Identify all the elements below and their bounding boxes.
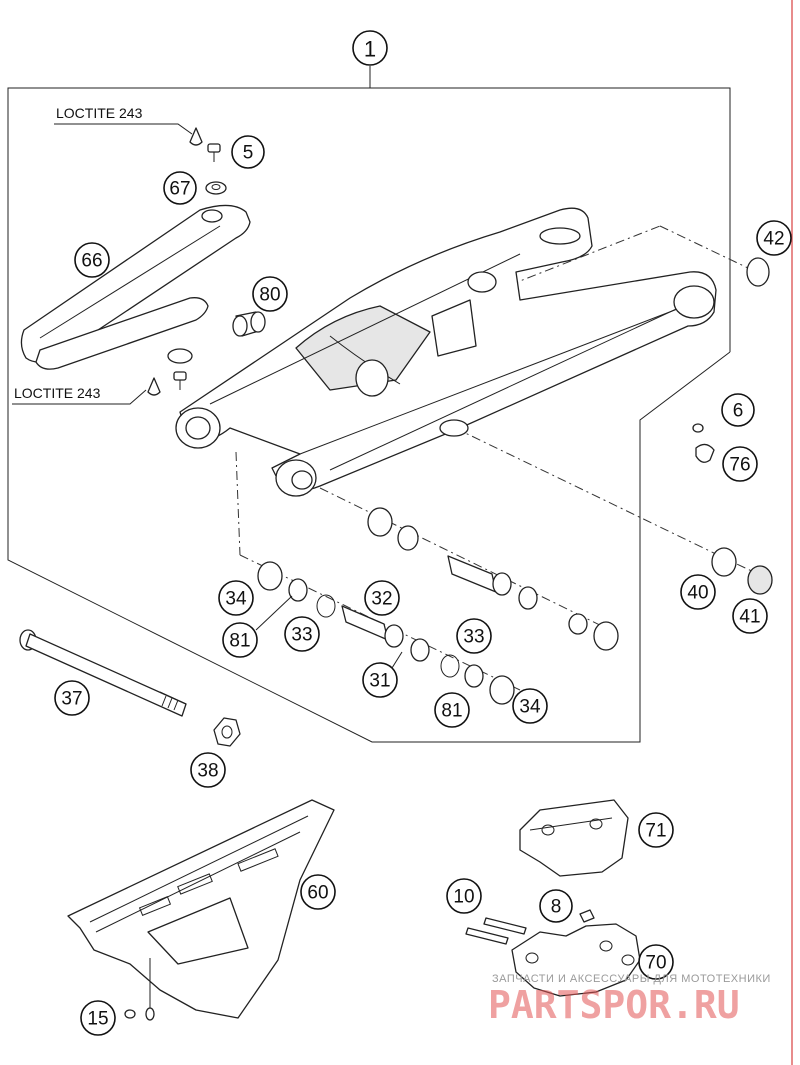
pivot-bearing-stack (257, 507, 619, 705)
callout-60: 60 (300, 874, 336, 910)
svg-text:60: 60 (307, 883, 328, 904)
chain-guard-60 (67, 799, 335, 1021)
screw-6 (692, 423, 704, 433)
svg-text:38: 38 (197, 761, 218, 782)
callout-34-left: 34 (218, 580, 254, 616)
callout-80: 80 (252, 276, 288, 312)
svg-text:37: 37 (61, 689, 82, 710)
svg-text:15: 15 (87, 1009, 108, 1030)
loctite-drop-icon (147, 377, 161, 396)
callout-81-left-leader (255, 595, 293, 631)
loctite-label-top: LOCTITE 243 (56, 105, 143, 121)
assembly-frame (370, 87, 731, 352)
callout-71: 71 (638, 812, 674, 848)
svg-text:67: 67 (169, 179, 190, 200)
callout-8: 8 (539, 889, 573, 923)
chain-guide-71 (519, 799, 629, 877)
svg-text:31: 31 (369, 671, 390, 692)
svg-text:40: 40 (687, 583, 708, 604)
bushing-80 (232, 311, 266, 337)
callout-1: 1 (352, 30, 388, 66)
assembly-frame-left (7, 87, 731, 743)
loctite-drop-icon (189, 127, 203, 146)
svg-text:81: 81 (229, 631, 250, 652)
svg-text:8: 8 (551, 897, 562, 918)
callout-81-right: 81 (434, 692, 470, 728)
svg-text:34: 34 (225, 589, 247, 610)
callout-33-right: 33 (456, 618, 492, 654)
axle-37 (19, 629, 187, 717)
svg-text:1: 1 (364, 37, 376, 62)
watermark-tagline: ЗАПЧАСТИ И АКСЕССУАРЫ ДЛЯ МОТОТЕХНИКИ (492, 973, 771, 985)
svg-text:71: 71 (645, 821, 666, 842)
svg-text:5: 5 (243, 143, 254, 164)
callout-42: 42 (756, 220, 792, 256)
loctite-bottom-leader (12, 389, 147, 405)
svg-text:6: 6 (733, 401, 744, 422)
svg-text:10: 10 (453, 887, 474, 908)
screws-10 (465, 917, 527, 945)
callout-38: 38 (190, 752, 226, 788)
callout-76: 76 (722, 446, 758, 482)
svg-text:80: 80 (259, 285, 280, 306)
loctite-top-leader (54, 123, 193, 135)
callout-37: 37 (54, 680, 90, 716)
svg-text:34: 34 (519, 697, 541, 718)
svg-text:42: 42 (763, 229, 784, 250)
screw-15 (124, 1009, 136, 1019)
callout-6: 6 (721, 393, 755, 427)
svg-text:76: 76 (729, 455, 750, 476)
watermark-brand: PARTSPOR.RU (488, 983, 740, 1027)
callout-31: 31 (362, 662, 398, 698)
callout-70: 70 (638, 944, 674, 980)
loctite-label-bottom: LOCTITE 243 (14, 385, 101, 401)
callout-67: 67 (163, 171, 197, 205)
screw-5 (207, 143, 221, 162)
callout-41: 41 (732, 598, 768, 634)
svg-text:33: 33 (463, 627, 484, 648)
callout-5: 5 (231, 135, 265, 169)
callout-40: 40 (680, 574, 716, 610)
callout-34-right: 34 (512, 688, 548, 724)
svg-text:66: 66 (81, 251, 102, 272)
callout-10: 10 (446, 878, 482, 914)
svg-text:32: 32 (371, 589, 392, 610)
callout-31-leader (391, 651, 403, 669)
callout-32: 32 (364, 580, 400, 616)
callout-15: 15 (80, 1000, 116, 1036)
nut-38 (213, 717, 241, 747)
cap-42 (746, 257, 770, 287)
clip-76 (695, 443, 715, 463)
ring-40 (711, 547, 737, 577)
screw-66-mount (167, 348, 193, 390)
svg-text:70: 70 (645, 953, 666, 974)
svg-text:81: 81 (441, 701, 462, 722)
callout-33-left: 33 (284, 616, 320, 652)
washer-67 (205, 181, 227, 195)
svg-text:41: 41 (739, 607, 760, 628)
chain-slider-66 (20, 204, 251, 370)
washer-67-hole (211, 184, 221, 190)
nut-8 (579, 909, 595, 923)
callout-81-left: 81 (222, 622, 258, 658)
svg-text:33: 33 (291, 625, 312, 646)
swingarm-main (175, 207, 717, 497)
callout-66: 66 (74, 242, 110, 278)
cap-41 (747, 565, 773, 595)
